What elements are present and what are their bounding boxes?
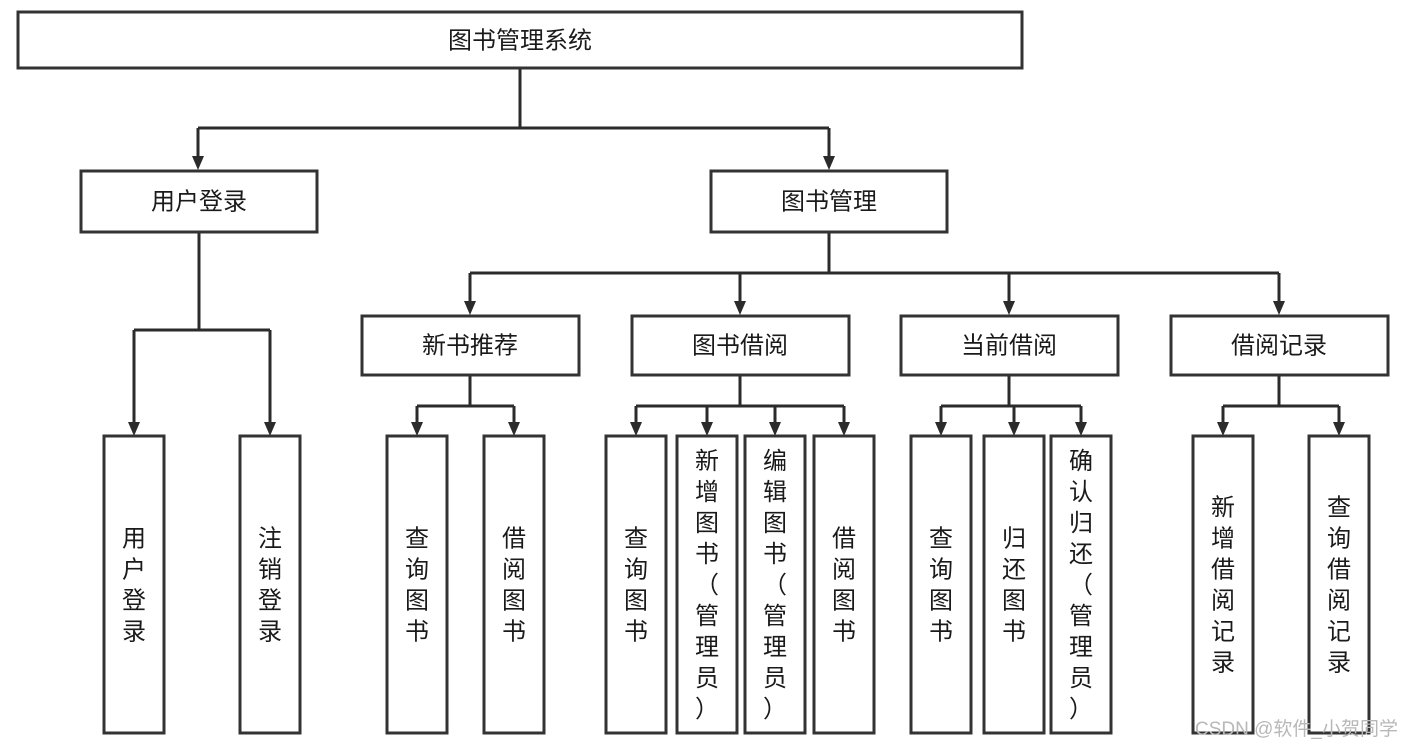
node-leaf-add-book-admin[interactable]: 新增图书（管理员） <box>675 434 739 735</box>
node-box-leaf-confirm-return-admin[interactable] <box>1049 434 1113 735</box>
connector-root-to-level2 <box>192 68 835 170</box>
arrow-head-icon <box>508 422 520 436</box>
node-box-leaf-return-book[interactable] <box>982 434 1046 735</box>
leaf-node-layer: 用户登录 注销登录 查询图书 借阅图书 查询图书 新增图书（管理员） <box>102 434 1371 735</box>
node-box-user-login[interactable] <box>79 169 319 234</box>
arrow-head-icon <box>1333 422 1345 436</box>
node-box-book-management[interactable] <box>709 169 949 234</box>
node-box-leaf-user-login[interactable] <box>102 434 166 735</box>
arrow-head-icon <box>630 422 642 436</box>
node-leaf-edit-book-admin[interactable]: 编辑图书（管理员） <box>743 434 807 735</box>
arrow-head-icon <box>264 422 276 436</box>
arrow-head-icon <box>823 156 835 170</box>
arrow-head-icon <box>464 301 476 315</box>
arrow-head-icon <box>1273 301 1285 315</box>
node-label-leaf-query-borrow-record: 查询借阅记录 <box>1327 495 1351 677</box>
node-leaf-user-login[interactable]: 用户登录 <box>102 434 166 735</box>
arrow-head-icon <box>1008 422 1020 436</box>
node-label-user-login: 用户登录 <box>151 188 247 215</box>
node-label-leaf-query-book-current: 查询图书 <box>929 526 953 646</box>
node-leaf-query-book-rec[interactable]: 查询图书 <box>385 434 449 735</box>
arrow-head-icon <box>701 422 713 436</box>
connector-newbook-to-leaves <box>411 375 520 436</box>
connector-currentborrow-to-leaves <box>935 375 1087 436</box>
node-leaf-confirm-return-admin[interactable]: 确认归还（管理员） <box>1049 434 1113 735</box>
node-user-login[interactable]: 用户登录 <box>79 169 319 234</box>
node-leaf-add-borrow-record[interactable]: 新增借阅记录 <box>1191 434 1255 735</box>
arrow-head-icon <box>734 301 746 315</box>
arrow-head-icon <box>1003 301 1015 315</box>
node-box-leaf-edit-book-admin[interactable] <box>743 434 807 735</box>
node-leaf-return-book[interactable]: 归还图书 <box>982 434 1046 735</box>
node-box-leaf-query-book-rec[interactable] <box>385 434 449 735</box>
node-book-management[interactable]: 图书管理 <box>709 169 949 234</box>
node-label-leaf-borrow-book: 借阅图书 <box>832 526 856 646</box>
arrow-head-icon <box>769 422 781 436</box>
connector-bookborrow-to-leaves <box>630 375 850 436</box>
node-box-root[interactable] <box>16 10 1024 70</box>
arrow-head-icon <box>192 156 204 170</box>
connector-bookmgmt-to-level3 <box>464 232 1285 315</box>
node-box-leaf-borrow-book[interactable] <box>812 434 876 735</box>
node-box-leaf-add-borrow-record[interactable] <box>1191 434 1255 735</box>
node-box-leaf-query-borrow-record[interactable] <box>1307 434 1371 735</box>
node-leaf-logout-login[interactable]: 注销登录 <box>238 434 302 735</box>
node-box-leaf-query-book-current[interactable] <box>909 434 973 735</box>
arrow-head-icon <box>128 422 140 436</box>
node-box-book-borrow[interactable] <box>630 314 851 377</box>
node-label-leaf-user-login: 用户登录 <box>122 526 146 646</box>
node-label-leaf-query-book-borrow: 查询图书 <box>624 526 648 646</box>
arrow-head-icon <box>411 422 423 436</box>
node-borrow-records[interactable]: 借阅记录 <box>1169 314 1390 377</box>
arrow-head-icon <box>1217 422 1229 436</box>
node-label-leaf-add-borrow-record: 新增借阅记录 <box>1211 495 1235 677</box>
node-leaf-query-book-current[interactable]: 查询图书 <box>909 434 973 735</box>
arrow-head-icon <box>1075 422 1087 436</box>
node-label-leaf-confirm-return-admin: 确认归还（管理员） <box>1069 448 1093 723</box>
node-label-book-management: 图书管理 <box>781 188 877 215</box>
arrow-head-icon <box>935 422 947 436</box>
node-box-new-book-recommend[interactable] <box>360 314 581 377</box>
node-box-leaf-add-book-admin[interactable] <box>675 434 739 735</box>
node-label-leaf-edit-book-admin: 编辑图书（管理员） <box>763 448 787 723</box>
node-label-root: 图书管理系统 <box>448 27 592 54</box>
watermark-label: CSDN @软件_小贺同学 <box>1195 718 1398 740</box>
node-label-borrow-records: 借阅记录 <box>1231 332 1327 359</box>
node-book-borrow[interactable]: 图书借阅 <box>630 314 851 377</box>
node-label-current-borrow: 当前借阅 <box>961 332 1057 359</box>
node-leaf-borrow-book-rec[interactable]: 借阅图书 <box>482 434 546 735</box>
node-box-borrow-records[interactable] <box>1169 314 1390 377</box>
node-label-new-book-recommend: 新书推荐 <box>422 332 518 359</box>
node-new-book-recommend[interactable]: 新书推荐 <box>360 314 581 377</box>
node-leaf-query-book-borrow[interactable]: 查询图书 <box>604 434 668 735</box>
connector-borrowrecord-to-leaves <box>1217 375 1345 436</box>
connector-layer <box>128 68 1345 436</box>
node-current-borrow[interactable]: 当前借阅 <box>899 314 1120 377</box>
node-leaf-query-borrow-record[interactable]: 查询借阅记录 <box>1307 434 1371 735</box>
node-label-leaf-borrow-book-rec: 借阅图书 <box>502 526 526 646</box>
node-label-leaf-logout-login: 注销登录 <box>258 526 282 646</box>
node-label-leaf-query-book-rec: 查询图书 <box>405 526 429 646</box>
node-box-leaf-query-book-borrow[interactable] <box>604 434 668 735</box>
node-label-leaf-return-book: 归还图书 <box>1002 526 1026 646</box>
node-label-book-borrow: 图书借阅 <box>692 332 788 359</box>
node-box-leaf-borrow-book-rec[interactable] <box>482 434 546 735</box>
node-box-leaf-logout-login[interactable] <box>238 434 302 735</box>
node-leaf-borrow-book[interactable]: 借阅图书 <box>812 434 876 735</box>
node-box-current-borrow[interactable] <box>899 314 1120 377</box>
node-root[interactable]: 图书管理系统 <box>16 10 1024 70</box>
node-label-leaf-add-book-admin: 新增图书（管理员） <box>695 448 719 723</box>
connector-userlogin-to-leaves <box>128 232 276 436</box>
arrow-head-icon <box>838 422 850 436</box>
